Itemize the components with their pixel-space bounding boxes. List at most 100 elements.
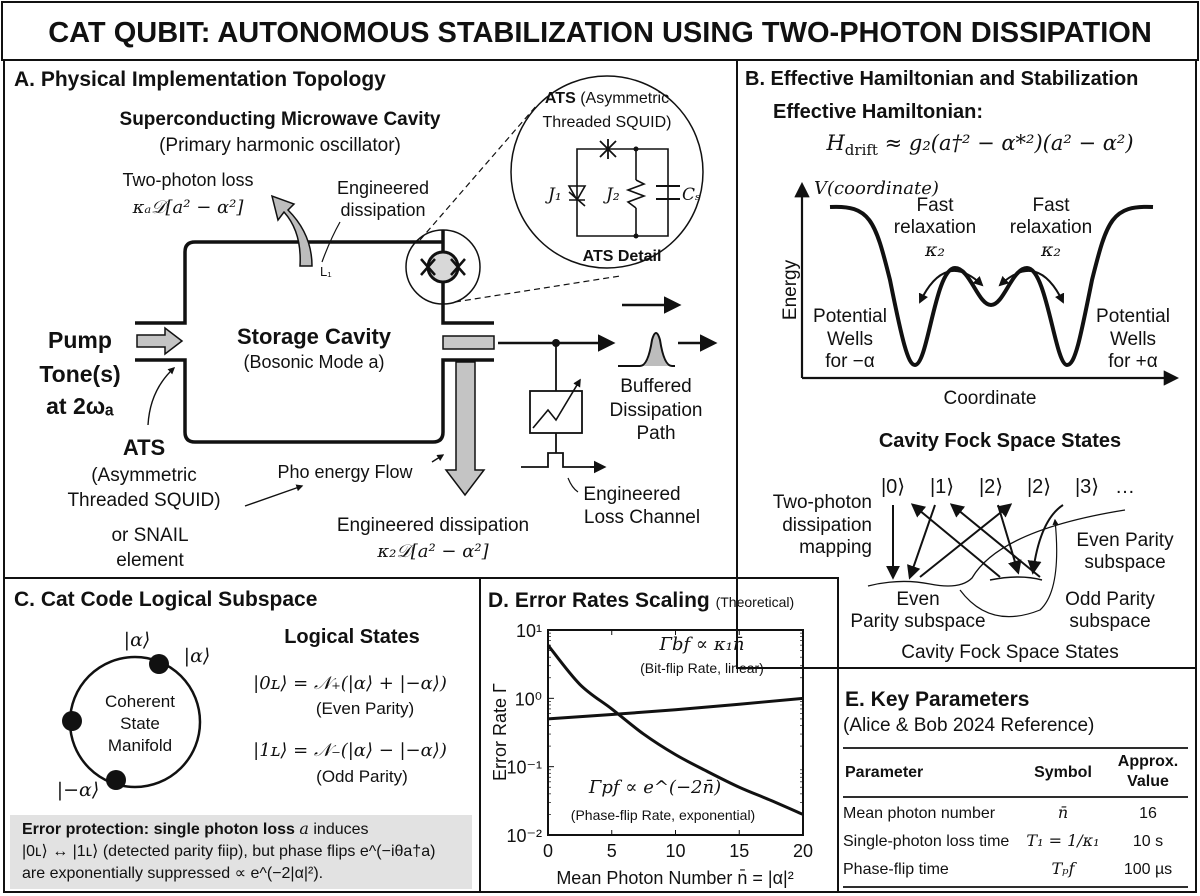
- cavity-title: Superconducting Microwave Cavity: [120, 109, 441, 130]
- y-tick-label: 10⁻¹: [506, 758, 542, 778]
- fock-kets: |0⟩ |1⟩ |2⟩ |2⟩ |3⟩ …: [881, 476, 1135, 498]
- logical-one-formula: |1ʟ⟩ = 𝒩₋(|α⟩ − |−α⟩): [253, 740, 447, 761]
- cs-label: Cₛ: [682, 185, 701, 205]
- table-row: Mean photon number n̄ 16: [843, 803, 1157, 822]
- pulse-icon: [618, 332, 675, 367]
- manifold-3: Manifold: [108, 736, 172, 755]
- y-axis-label: Error Rate Γ: [490, 683, 510, 781]
- y-tick-label: 10⁻²: [506, 826, 542, 846]
- x-tick-label: 10: [665, 841, 685, 861]
- ats-pointer-arrow: [147, 367, 176, 426]
- pump-label-3: at 2ωₐ: [46, 393, 114, 419]
- table-row: Single-photon loss time T₁ = 1/κ₁ 10 s: [843, 831, 1163, 850]
- error-protection-line-2: |0ʟ⟩ ↔ |1ʟ⟩ (detected parity fiip), but …: [22, 843, 435, 860]
- ats-label-2: (Asymmetric: [91, 465, 197, 486]
- zoom-leader-lines: [419, 104, 621, 303]
- parity-loop-curve: [959, 518, 1059, 618]
- chart-lines: [546, 644, 804, 816]
- panel-c-heading: C. Cat Code Logical Subspace: [14, 588, 317, 611]
- double-well-potential-curve: [829, 204, 1154, 368]
- fast-left-2: relaxation: [894, 217, 976, 238]
- panel-e-subheading: (Alice & Bob 2024 Reference): [843, 715, 1094, 736]
- ats-circuit: [576, 148, 669, 237]
- manifold-1: Coherent: [105, 692, 175, 711]
- x-tick-label: 20: [793, 841, 813, 861]
- state-dot-minus-alpha: [106, 770, 126, 790]
- ats-label-5: element: [116, 550, 184, 571]
- panel-b-heading: B. Effective Hamiltonian and Stabilizati…: [745, 68, 1138, 90]
- row-value: 100 µs: [1124, 861, 1172, 878]
- ket-0: |0⟩: [881, 476, 905, 498]
- panel-b: B. Effective Hamiltonian and Stabilizati…: [745, 68, 1180, 663]
- even-right-2: subspace: [1084, 552, 1165, 573]
- logical-states-title: Logical States: [284, 626, 420, 648]
- state-dot: [62, 711, 82, 731]
- row-symbol: Tₚf: [1052, 859, 1078, 878]
- manifold-2: State: [120, 714, 160, 733]
- fast-right-3: κ₂: [1040, 239, 1061, 261]
- odd-parity-curve: [989, 576, 1043, 581]
- j1-junction-icon: [567, 185, 587, 207]
- energy-flow-pointer: [244, 484, 304, 507]
- odd-2: subspace: [1069, 611, 1150, 632]
- bitflip-note: (Bit-flip Rate, linear): [640, 660, 764, 676]
- ats-label-1: ATS: [123, 435, 165, 460]
- energy-flow-tick: [431, 454, 445, 463]
- main-title: CAT QUBIT: AUTONOMOUS STABILIZATION USIN…: [48, 17, 1152, 49]
- fast-left-3: κ₂: [924, 239, 945, 261]
- table-row: Phase-flip time Tₚf 100 µs: [843, 859, 1172, 878]
- wells-left-3: for −α: [825, 351, 875, 372]
- energy-label: Energy: [780, 259, 801, 320]
- cavity-subtitle: (Primary harmonic oscillator): [159, 135, 401, 156]
- even-left-1: Even: [896, 589, 939, 610]
- panel-e-border: [837, 667, 1197, 893]
- panel-a: A. Physical Implementation Topology Supe…: [14, 68, 718, 571]
- row-param: Phase-flip time: [843, 861, 949, 878]
- row-param: Mean photon number: [843, 805, 996, 822]
- bitflip-formula: Γbf ∝ κ₁n̄: [659, 634, 745, 655]
- wells-left-2: Wells: [827, 329, 873, 350]
- capacitor-icon: [656, 185, 680, 200]
- panel-c: C. Cat Code Logical Subspace |α⟩ |α⟩ |−α…: [10, 588, 472, 889]
- ats-detail-caption: ATS Detail: [583, 248, 662, 265]
- j1-label: J₁: [545, 185, 562, 205]
- j2-label: J₂: [603, 185, 620, 205]
- row-symbol: T₁ = 1/κ₁: [1026, 831, 1099, 850]
- x-tick-label: 15: [729, 841, 749, 861]
- pump-arrow-icon: [136, 326, 184, 356]
- logical-zero-formula: |0ʟ⟩ = 𝒩₊(|α⟩ + |−α⟩): [253, 673, 447, 694]
- junction-cross-icon: [420, 258, 466, 276]
- l1-label: L₁: [320, 264, 332, 279]
- even-parity-curve: [867, 509, 1126, 587]
- ket-2b: |2⟩: [1027, 476, 1051, 498]
- fast-left-1: Fast: [917, 195, 955, 216]
- odd-parity-label: (Odd Parity): [316, 767, 408, 786]
- ats-loop: [426, 250, 460, 284]
- buffered-label-1: Buffered: [620, 376, 691, 397]
- ket-2: |2⟩: [979, 476, 1003, 498]
- wells-right-1: Potential: [1096, 306, 1170, 327]
- ket-1: |1⟩: [930, 476, 954, 498]
- alpha-top-label: |α⟩: [124, 629, 151, 651]
- buffer-circuit: [521, 343, 604, 468]
- relaxation-arrow-left: [918, 269, 984, 304]
- phaseflip-rate-line: [546, 644, 804, 816]
- engineered-label: Engineered: [337, 178, 429, 198]
- odd-1: Odd Parity: [1065, 589, 1155, 610]
- storage-cavity-outline: [135, 230, 494, 444]
- minus-alpha-label: |−α⟩: [57, 779, 100, 801]
- engineered-dissipation-label: Engineered dissipation: [337, 515, 529, 536]
- x-axis-label: Mean Photon Number n̄ = |α|²: [556, 868, 793, 888]
- table-rules: [843, 747, 1188, 888]
- chart-title: D. Error Rates Scaling (Theoretical): [488, 589, 794, 612]
- row-symbol: n̄: [1058, 803, 1068, 822]
- col-parameter: Parameter: [845, 764, 923, 781]
- ats-detail-title: ATS (Asymmetric: [545, 90, 669, 107]
- loss-channel-label-2: Loss Channel: [584, 507, 700, 528]
- error-protection-box: [10, 815, 472, 889]
- phaseflip-formula: Γpf ∝ e^(−2n̄): [588, 777, 721, 798]
- wells-left-1: Potential: [813, 306, 887, 327]
- two-photon-loss-label: Two-photon loss: [122, 170, 253, 190]
